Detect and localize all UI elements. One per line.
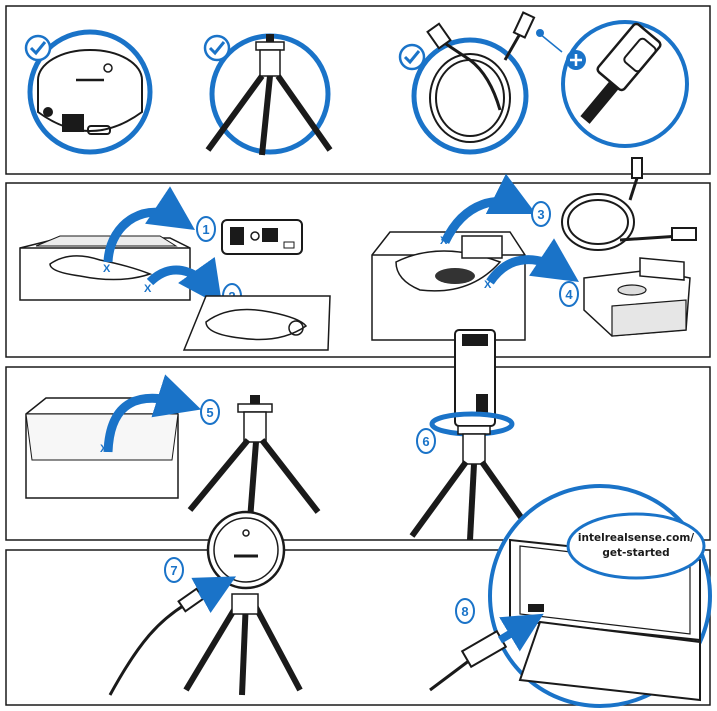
step-5-badge: 5 bbox=[200, 399, 220, 425]
tripod-item bbox=[205, 33, 333, 156]
camera-on-tripod bbox=[409, 329, 533, 541]
step-6-badge: 6 bbox=[416, 428, 436, 454]
arrow-lift-cable bbox=[440, 173, 537, 245]
panel-tripod-mount: X 5 6 bbox=[5, 329, 711, 541]
arrow-lift-tray bbox=[146, 256, 223, 307]
usb-cable-to-camera bbox=[108, 576, 237, 696]
camera-item bbox=[27, 29, 153, 155]
x-mark: X bbox=[144, 283, 152, 295]
arrow-lift-insert bbox=[486, 238, 579, 285]
packaging-insert bbox=[583, 257, 691, 337]
check-icon-camera bbox=[24, 34, 52, 62]
x-mark: X bbox=[100, 443, 108, 455]
step-7-badge: 7 bbox=[164, 557, 184, 583]
step-3-badge: 3 bbox=[531, 201, 551, 227]
camera-front-on-tripod bbox=[183, 510, 303, 696]
foam-tray bbox=[182, 295, 331, 351]
callout-line-2: get-started bbox=[602, 547, 669, 559]
coiled-cable bbox=[561, 157, 697, 251]
standing-tripod bbox=[187, 395, 321, 521]
x-mark: X bbox=[484, 279, 492, 291]
panel-unpack: X X 1 2 bbox=[5, 157, 711, 358]
plus-icon bbox=[566, 50, 586, 70]
step-4-badge: 4 bbox=[559, 281, 579, 307]
arrow-lift-camera bbox=[103, 186, 195, 263]
check-icon-cable bbox=[398, 43, 426, 71]
svg-text:5: 5 bbox=[206, 405, 213, 420]
box-top-tray bbox=[19, 235, 191, 301]
callout-line-1: intelrealsense.com/ bbox=[578, 532, 694, 544]
svg-text:6: 6 bbox=[422, 434, 429, 449]
check-icon-tripod bbox=[203, 34, 231, 62]
panel-connect: 7 8 intelrealsense.com/ get-s bbox=[5, 484, 712, 708]
usb-cable-item bbox=[411, 11, 536, 155]
url-callout: intelrealsense.com/ get-started bbox=[566, 512, 706, 580]
usb-c-zoom bbox=[536, 20, 689, 148]
svg-text:7: 7 bbox=[170, 563, 177, 578]
camera-side-view bbox=[221, 219, 303, 255]
svg-text:4: 4 bbox=[565, 287, 573, 302]
step-8-badge: 8 bbox=[455, 598, 475, 624]
x-mark: X bbox=[103, 263, 111, 275]
panel-contents bbox=[5, 5, 711, 175]
svg-text:1: 1 bbox=[202, 222, 209, 237]
svg-text:3: 3 bbox=[537, 207, 544, 222]
usb-plug-to-laptop bbox=[429, 613, 544, 692]
svg-text:8: 8 bbox=[461, 604, 468, 619]
box-bottom-tray bbox=[371, 231, 526, 341]
step-1-badge: 1 bbox=[196, 216, 216, 242]
arrow-lift-tripod bbox=[103, 374, 202, 453]
x-mark: X bbox=[440, 235, 448, 247]
